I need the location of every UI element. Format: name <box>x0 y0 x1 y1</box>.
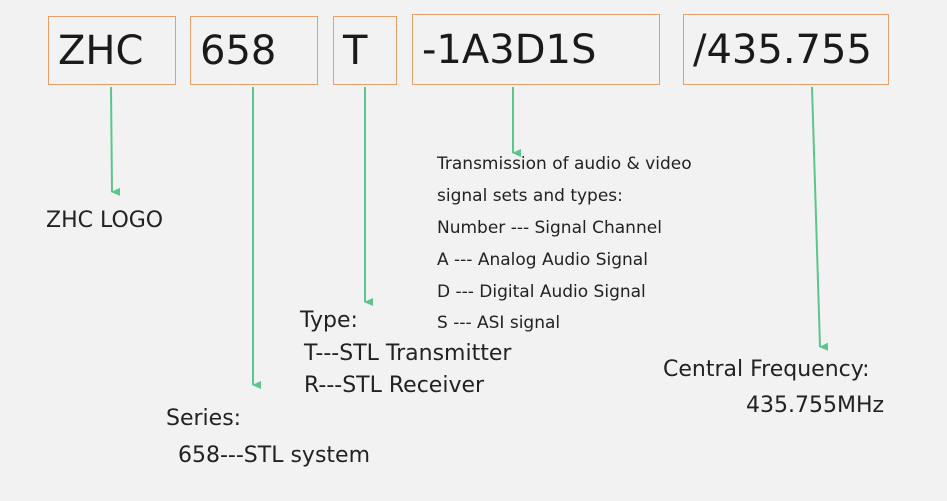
code-box-signal: -1A3D1S <box>412 14 660 85</box>
arrow-logo <box>110 86 121 196</box>
frequency-value: 435.755MHz <box>746 393 885 418</box>
logo-label: ZHC LOGO <box>46 208 164 233</box>
code-box-series: 658 <box>190 16 318 85</box>
type-line: R---STL Receiver <box>304 373 485 398</box>
series-title: Series: <box>166 406 242 431</box>
arrow-frequency <box>811 86 829 351</box>
signal-line: D --- Digital Audio Signal <box>437 282 646 302</box>
series-line: 658---STL system <box>178 443 370 468</box>
type-line: T---STL Transmitter <box>304 341 512 366</box>
signal-line: signal sets and types: <box>437 186 623 206</box>
code-box-type: T <box>333 16 397 85</box>
signal-line: Number --- Signal Channel <box>437 218 662 238</box>
type-title: Type: <box>300 308 358 333</box>
code-box-frequency: /435.755 <box>683 14 889 85</box>
signal-line: S --- ASI signal <box>437 313 561 333</box>
signal-line: A --- Analog Audio Signal <box>437 250 648 270</box>
code-box-brand: ZHC <box>48 16 176 85</box>
frequency-title: Central Frequency: <box>663 357 870 382</box>
signal-line: Transmission of audio & video <box>437 154 692 174</box>
